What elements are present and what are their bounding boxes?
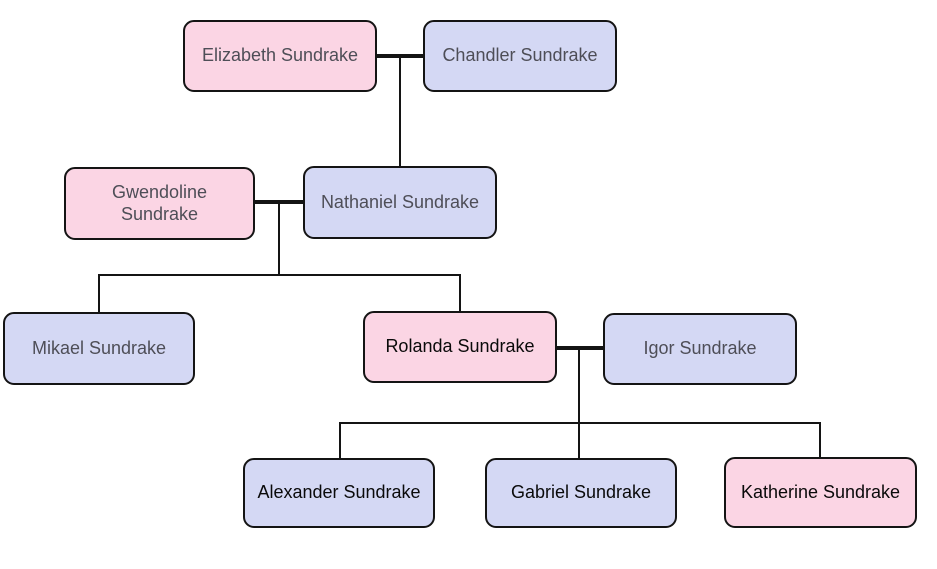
person-node-mikael-sundrake[interactable]: Mikael Sundrake	[3, 312, 195, 385]
descent-line-from-rolanda-igor	[578, 348, 580, 423]
sibling-bar-alexander-gabriel-katherine	[339, 422, 821, 424]
person-node-katherine-sundrake[interactable]: Katherine Sundrake	[724, 457, 917, 528]
person-name: Nathaniel Sundrake	[320, 191, 480, 212]
person-node-elizabeth-sundrake[interactable]: Elizabeth Sundrake	[183, 20, 377, 92]
descent-line-to-katherine	[819, 422, 821, 457]
person-name: Mikael Sundrake	[31, 337, 167, 358]
person-name: Alexander Sundrake	[257, 482, 421, 503]
person-name: Igor Sundrake	[643, 338, 757, 359]
descent-line-to-rolanda	[459, 274, 461, 311]
person-node-nathaniel-sundrake[interactable]: Nathaniel Sundrake	[303, 166, 497, 239]
person-node-alexander-sundrake[interactable]: Alexander Sundrake	[243, 458, 435, 528]
person-name: Rolanda Sundrake	[385, 336, 535, 357]
person-node-rolanda-sundrake[interactable]: Rolanda Sundrake	[363, 311, 557, 383]
sibling-bar-mikael-rolanda	[98, 274, 461, 276]
person-name: Chandler Sundrake	[442, 45, 598, 66]
descent-line-to-mikael	[98, 274, 100, 312]
person-node-igor-sundrake[interactable]: Igor Sundrake	[603, 313, 797, 385]
descent-line-to-nathaniel	[399, 56, 401, 166]
descent-line-to-alexander	[339, 422, 341, 458]
descent-line-to-gabriel	[578, 422, 580, 458]
person-name: Katherine Sundrake	[740, 481, 901, 502]
person-node-gwendoline-sundrake[interactable]: Gwendoline Sundrake	[64, 167, 255, 240]
person-node-gabriel-sundrake[interactable]: Gabriel Sundrake	[485, 458, 677, 528]
person-name: Gwendoline Sundrake	[111, 181, 208, 224]
person-node-chandler-sundrake[interactable]: Chandler Sundrake	[423, 20, 617, 92]
person-name: Gabriel Sundrake	[510, 482, 652, 503]
person-name: Elizabeth Sundrake	[201, 45, 359, 66]
descent-line-from-gwendoline-nathaniel	[278, 202, 280, 275]
couple-line-rolanda-igor	[557, 346, 603, 350]
